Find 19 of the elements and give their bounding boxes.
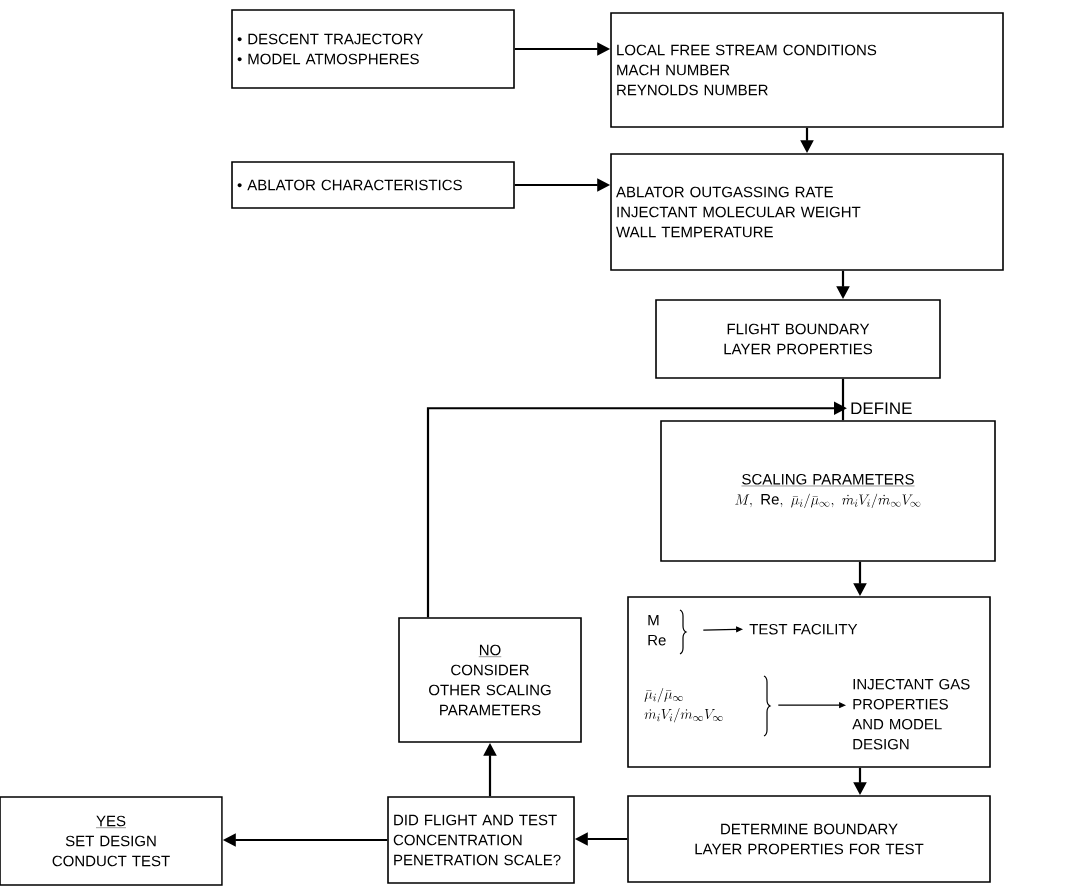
arrow (777, 702, 846, 709)
result-box: YES SET DESIGN CONDUCT TEST (0, 796, 223, 886)
parameter-formula: $\bar{\mu}_i/\bar{\mu}_\infty$ $\dot{m}_i V_i/\dot{m}_\infty V_\infty$ (644, 688, 723, 723)
input-box: • ABLATOR CHARACTERISTICS (231, 161, 515, 209)
heading-text: DEFINE (851, 402, 912, 415)
process-box: DETERMINE BOUNDARY LAYER PROPERTIES FOR TEST (627, 795, 991, 883)
parameter-text: M Re (648, 614, 666, 646)
input-box: • DESCENT TRAJECTORY • MODEL ATMOSPHERES (231, 9, 515, 89)
output-text: INJECTANT GAS PROPERTIES AND MODEL DESIGN (852, 678, 970, 750)
process-box: LOCAL FREE STREAM CONDITIONS MACH NUMBER REYNOLDS NUMBER (610, 12, 1004, 128)
process-box: FLIGHT BOUNDARY LAYER PROPERTIES (655, 299, 941, 379)
process-box: ABLATOR OUTGASSING RATE INJECTANT MOLECULAR WEIGHT WALL TEMPERATURE (610, 153, 1004, 271)
process-box (627, 596, 991, 768)
arrow (702, 626, 743, 633)
connector-line (841, 378, 845, 421)
output-text: TEST FACILITY (749, 623, 858, 635)
process-box: NO CONSIDER OTHER SCALING PARAMETERS (398, 617, 582, 743)
decision-box: DID FLIGHT AND TEST CONCENTRATION PENETRATION SCALE? (387, 796, 575, 884)
process-box: SCALING PARAMETERS $M,\ \mathrm{Re},\ \bar{\mu}_i/\bar{\mu}_\infty,\ \dot{m}_i V_i/\dot{m}_\infty V_\infty$ (660, 420, 996, 562)
